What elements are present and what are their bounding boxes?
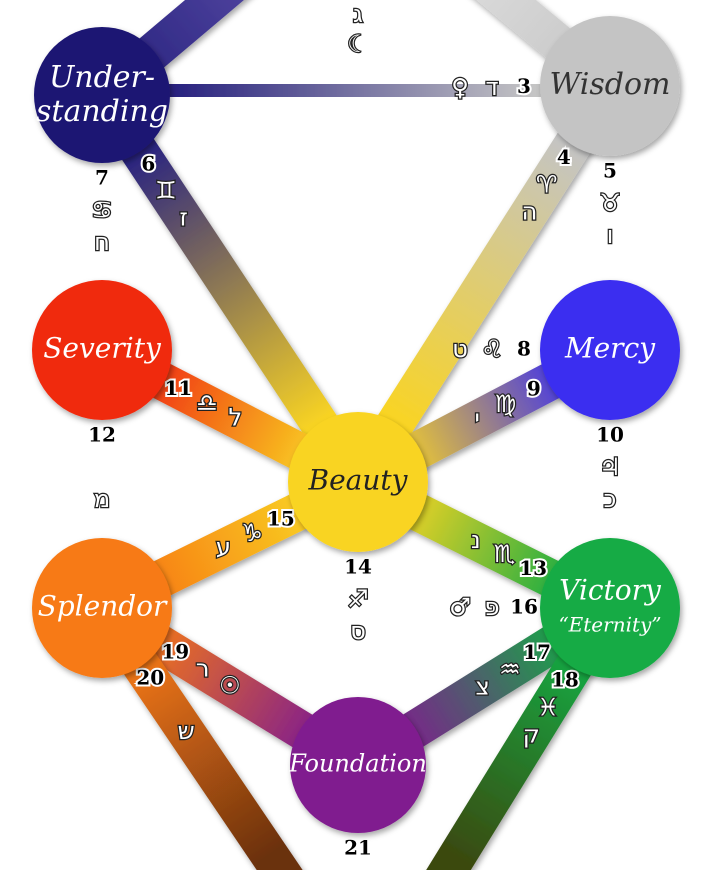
hebrew-letter: ס [350, 617, 366, 645]
hebrew-letter: ק [523, 721, 540, 749]
path-number: 17 [523, 640, 551, 664]
sephirah-foundation: Foundation [288, 697, 427, 833]
path-number: 13 [519, 556, 547, 580]
path-number: 6 [141, 152, 155, 176]
path-number: 19 [161, 639, 189, 663]
sephirah-circle [32, 280, 172, 420]
hebrew-letter: ו [607, 221, 614, 249]
path-number: 12 [88, 423, 116, 447]
sephirah-circle [540, 538, 680, 678]
path-number: 20 [136, 666, 164, 690]
astrological-symbol-icon: ☉ [219, 671, 241, 699]
sephirah-label: Beauty [308, 464, 409, 497]
sephirah-beauty: Beauty [288, 412, 428, 552]
hebrew-letter: פ [485, 593, 500, 621]
sephirah-circle [32, 538, 172, 678]
sephirah-label: Foundation [288, 750, 427, 778]
path-4 [341, 75, 627, 493]
sephirah-victory: Victory “Eternity” [540, 538, 680, 678]
path-number: 15 [267, 506, 295, 530]
sephirah-label: “Eternity” [558, 613, 661, 637]
path-number: 9 [527, 376, 541, 400]
sephirah-label: Severity [43, 332, 162, 365]
astrological-symbol-icon: ♂ [449, 593, 471, 621]
astrological-symbol-icon: ♏ [494, 540, 516, 568]
hebrew-letter: ש [178, 717, 195, 745]
hebrew-letter: ט [452, 335, 468, 363]
astrological-symbol-icon: ♃ [599, 453, 621, 481]
path-number: 3 [517, 74, 531, 98]
astrological-symbol-icon: ♋ [91, 196, 113, 224]
astrological-symbol-icon: ♉ [599, 189, 621, 217]
path-number: 4 [557, 145, 571, 169]
sephirah-label: Victory [559, 574, 662, 607]
hebrew-letter: ע [216, 533, 231, 561]
astrological-symbol-icon: ♊ [155, 177, 177, 205]
sephirah-label: standing [36, 94, 168, 129]
sephirah-label: Wisdom [549, 67, 670, 102]
astrological-symbol-icon: ♌ [481, 335, 503, 363]
astrological-symbol-icon: ♐ [347, 585, 369, 613]
astrological-symbol-icon: ☾ [347, 30, 369, 58]
hebrew-letter: ה [522, 198, 538, 226]
sephirah-label: Under- [49, 60, 155, 95]
hebrew-letter: ג [353, 0, 363, 28]
path-3 [101, 67, 611, 114]
hebrew-letter: ל [229, 404, 243, 432]
sephirah-understanding: Under-standing [34, 27, 170, 163]
sephirah-wisdom: Wisdom [540, 16, 680, 156]
hebrew-letter: ז [179, 203, 187, 231]
astrological-symbol-icon: ♎ [196, 389, 218, 417]
path-number: 8 [517, 337, 531, 361]
astrological-symbol-icon: ♈ [536, 171, 558, 199]
path-number: 14 [344, 555, 372, 579]
sephirah-severity: Severity [32, 280, 172, 420]
astrological-symbol-icon: ♀ [451, 74, 469, 102]
path-number: 7 [95, 166, 109, 190]
sephirah-circle [290, 697, 426, 833]
sephirah-circle [288, 412, 428, 552]
path-number: 11 [165, 376, 193, 400]
path-number: 5 [603, 159, 617, 183]
hebrew-letter: נ [471, 526, 481, 554]
hebrew-letter: כ [604, 485, 617, 513]
path-number: 16 [510, 595, 538, 619]
path-number: 10 [596, 423, 624, 447]
hebrew-letter: מ [94, 485, 110, 513]
hebrew-letter: ד [485, 73, 498, 101]
hebrew-letter: ר [196, 655, 210, 683]
path-6 [86, 84, 374, 493]
path-number: 18 [551, 668, 579, 692]
sephirah-circle [540, 280, 680, 420]
astrological-symbol-icon: ♒ [499, 655, 521, 683]
hebrew-letter: ח [94, 228, 110, 256]
astrological-symbol-icon: ♍ [495, 390, 517, 418]
sephirah-label: Mercy [564, 332, 656, 365]
hebrew-letter: צ [476, 672, 490, 700]
sephirah-circle [540, 16, 680, 156]
sephirah-splendor: Splendor [32, 538, 172, 678]
astrological-symbol-icon: ♑ [241, 519, 263, 547]
sephirah-label: Splendor [38, 590, 168, 623]
sephirah-mercy: Mercy [540, 280, 680, 420]
path-number: 21 [344, 836, 372, 860]
hebrew-letter: י [474, 405, 479, 433]
path-labels-layer: ג☾ 3ד ♀ 4♈ה 5 ♉ ו 6♊ז 7 ♋ ח 8 ♌ ט 9 ♍ י 10 ♃ כ 11♎ ל 12 מ 13♏ נ 14… [86, 0, 626, 862]
astrological-symbol-icon: ♓ [537, 693, 559, 721]
sephirah-circle [34, 27, 170, 163]
